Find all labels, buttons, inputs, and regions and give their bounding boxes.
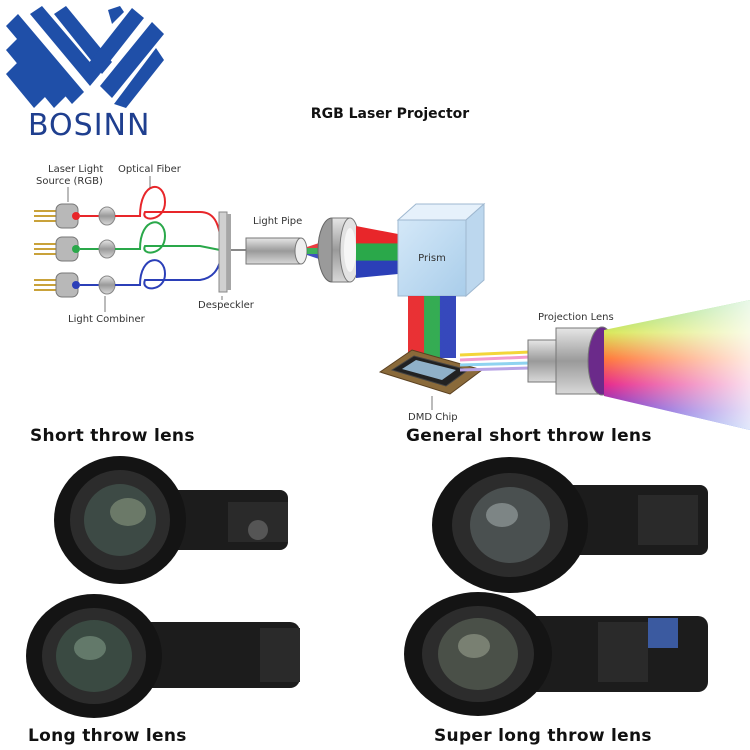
optical-fibers [115, 186, 221, 290]
projection-lens [527, 326, 617, 396]
super-long-throw-lens-caption: Super long throw lens [434, 726, 652, 746]
prism-label: Prism [418, 253, 446, 264]
general-short-throw-lens-caption: General short throw lens [406, 426, 652, 446]
dmd-chip-label: DMD Chip [408, 412, 458, 423]
output-beams [459, 350, 531, 372]
dmd-chip [378, 349, 484, 395]
general-short-throw-lens-image [432, 457, 708, 593]
light-pipe-label: Light Pipe [253, 216, 302, 227]
condenser-lens [317, 217, 361, 283]
short-throw-lens-caption: Short throw lens [30, 426, 195, 446]
bosinn-logo-icon [6, 6, 164, 108]
light-combiner-lenses [98, 206, 116, 295]
brand-name: BOSINN [28, 108, 151, 143]
projection-lens-label: Projection Lens [538, 312, 614, 323]
diagram-title: RGB Laser Projector [310, 106, 470, 122]
despeckler [218, 211, 228, 293]
laser-diodes [34, 203, 80, 298]
super-long-throw-lens-image [404, 592, 708, 716]
optical-fiber-label: Optical Fiber [118, 164, 182, 175]
laser-source-label: Laser Light [48, 164, 103, 175]
light-pipe [245, 237, 308, 265]
despeckler-label: Despeckler [198, 300, 255, 311]
long-throw-lens-caption: Long throw lens [28, 726, 187, 746]
long-throw-lens-image [26, 594, 300, 718]
light-combiner-label: Light Combiner [68, 314, 146, 325]
rgb-laser-diagram: Prism Laser Light Source (RGB) Optical F… [34, 164, 750, 430]
laser-source-label-2: Source (RGB) [36, 176, 103, 187]
prism [396, 202, 486, 298]
short-throw-lens-image [54, 456, 288, 584]
